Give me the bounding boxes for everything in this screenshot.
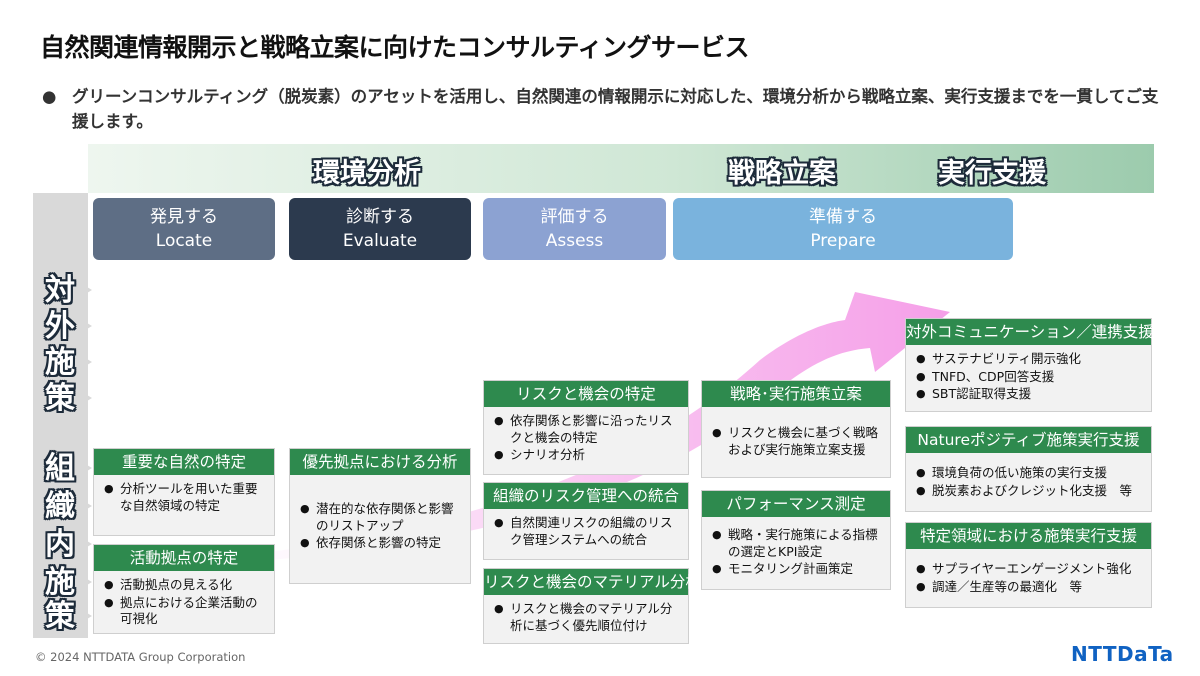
card-title: パフォーマンス測定 bbox=[702, 491, 890, 517]
card-item: 自然関連リスクの組織のリスク管理システムへの統合 bbox=[494, 515, 682, 548]
card-title: 重要な自然の特定 bbox=[94, 449, 274, 475]
axis-notch bbox=[82, 610, 92, 622]
card-communication: 対外コミュニケーション／連携支援 サステナビリティ開示強化 TNFD、CDP回答… bbox=[905, 318, 1154, 412]
card-item: シナリオ分析 bbox=[494, 447, 682, 464]
axis-band bbox=[33, 193, 88, 638]
phase-band bbox=[88, 144, 1154, 193]
card-item: モニタリング計画策定 bbox=[712, 561, 884, 578]
axis-external-char: 外 bbox=[45, 309, 75, 344]
card-item: リスクと機会のマテリアル分析に基づく優先順位付け bbox=[494, 601, 682, 634]
card-item: SBT認証取得支援 bbox=[916, 386, 1145, 403]
card-performance: パフォーマンス測定 戦略・実行施策による指標の選定とKPI設定 モニタリング計画… bbox=[701, 490, 891, 590]
card-item: 調達／生産等の最適化 等 bbox=[916, 579, 1145, 596]
nttdata-logo: NTTDaTa bbox=[1071, 642, 1174, 666]
phase-execution: 実行支援 bbox=[938, 158, 1046, 189]
stage-locate: 発見する Locate bbox=[93, 198, 275, 260]
axis-internal-char: 策 bbox=[45, 599, 75, 634]
card-title: 戦略･実行施策立案 bbox=[702, 381, 890, 407]
stage-en: Prepare bbox=[810, 231, 876, 251]
card-item: TNFD、CDP回答支援 bbox=[916, 369, 1145, 386]
card-item: 潜在的な依存関係と影響のリストアップ bbox=[300, 501, 464, 534]
axis-notch bbox=[82, 284, 92, 296]
axis-internal-char: 内 bbox=[45, 527, 75, 562]
axis-internal-char: 施 bbox=[45, 565, 75, 600]
stage-jp: 評価する bbox=[540, 207, 609, 227]
axis-external-char: 施 bbox=[45, 345, 75, 380]
card-strategy-plan: 戦略･実行施策立案 リスクと機会に基づく戦略および実行施策立案支援 bbox=[701, 380, 891, 478]
summary-text: グリーンコンサルティング（脱炭素）のアセットを活用し、自然関連の情報開示に対応し… bbox=[72, 87, 1159, 131]
card-item: 依存関係と影響の特定 bbox=[300, 535, 464, 552]
card-item: リスクと機会に基づく戦略および実行施策立案支援 bbox=[712, 425, 884, 458]
card-title: リスクと機会の特定 bbox=[484, 381, 688, 407]
axis-internal-char: 織 bbox=[45, 489, 75, 524]
card-risk-integration: 組織のリスク管理への統合 自然関連リスクの組織のリスク管理システムへの統合 bbox=[483, 482, 689, 560]
page-title: 自然関連情報開示と戦略立案に向けたコンサルティングサービス bbox=[40, 33, 750, 62]
card-item: 依存関係と影響に沿ったリスクと機会の特定 bbox=[494, 413, 682, 446]
card-title: Natureポジティブ施策実行支援 bbox=[906, 427, 1151, 453]
phase-strategy: 戦略立案 bbox=[728, 158, 836, 189]
card-item: サプライヤーエンゲージメント強化 bbox=[916, 561, 1145, 578]
stage-en: Evaluate bbox=[342, 231, 418, 251]
card-title: 活動拠点の特定 bbox=[94, 545, 274, 571]
stage-jp: 発見する bbox=[150, 207, 218, 227]
card-site: 活動拠点の特定 活動拠点の見える化 拠点における企業活動の可視化 bbox=[93, 544, 275, 634]
axis-notch bbox=[82, 392, 92, 404]
card-item: 環境負荷の低い施策の実行支援 bbox=[916, 465, 1145, 482]
axis-notch bbox=[82, 356, 92, 368]
stage-evaluate: 診断する Evaluate bbox=[289, 198, 471, 260]
card-specific-domain: 特定領域における施策実行支援 サプライヤーエンゲージメント強化 調達／生産等の最… bbox=[905, 522, 1152, 608]
bullet-symbol: ● bbox=[42, 87, 57, 106]
axis-external-char: 策 bbox=[45, 381, 75, 416]
axis-notch bbox=[82, 576, 92, 588]
card-item: 戦略・実行施策による指標の選定とKPI設定 bbox=[712, 527, 884, 560]
axis-notch bbox=[82, 462, 92, 474]
card-title: 対外コミュニケーション／連携支援 bbox=[906, 319, 1154, 345]
card-item: 分析ツールを用いた重要な自然領域の特定 bbox=[104, 481, 268, 514]
card-item: 脱炭素およびクレジット化支援 等 bbox=[916, 483, 1145, 500]
stage-prepare: 準備する Prepare bbox=[673, 198, 1013, 260]
phase-analysis: 環境分析 bbox=[313, 158, 421, 189]
card-important-nature: 重要な自然の特定 分析ツールを用いた重要な自然領域の特定 bbox=[93, 448, 275, 536]
axis-internal-char: 組 bbox=[45, 451, 75, 486]
card-item: サステナビリティ開示強化 bbox=[916, 351, 1145, 368]
card-title: 優先拠点における分析 bbox=[290, 449, 470, 475]
stage-en: Assess bbox=[545, 231, 604, 251]
copyright: © 2024 NTTDATA Group Corporation bbox=[35, 650, 246, 664]
stage-jp: 診断する bbox=[346, 207, 414, 227]
axis-notch bbox=[82, 500, 92, 512]
stage-jp: 準備する bbox=[809, 207, 877, 227]
card-risk-opportunity: リスクと機会の特定 依存関係と影響に沿ったリスクと機会の特定 シナリオ分析 bbox=[483, 380, 689, 475]
card-priority-analysis: 優先拠点における分析 潜在的な依存関係と影響のリストアップ 依存関係と影響の特定 bbox=[289, 448, 471, 584]
card-item: 活動拠点の見える化 bbox=[104, 577, 268, 594]
stage-en: Locate bbox=[155, 231, 213, 251]
axis-external-char: 対 bbox=[45, 273, 75, 308]
card-material-analysis: リスクと機会のマテリアル分析 リスクと機会のマテリアル分析に基づく優先順位付け bbox=[483, 568, 701, 644]
axis-notch bbox=[82, 538, 92, 550]
card-title: 特定領域における施策実行支援 bbox=[906, 523, 1151, 549]
card-title: 組織のリスク管理への統合 bbox=[484, 483, 688, 509]
card-nature-positive: Natureポジティブ施策実行支援 環境負荷の低い施策の実行支援 脱炭素およびク… bbox=[905, 426, 1152, 512]
card-item: 拠点における企業活動の可視化 bbox=[104, 595, 268, 628]
summary-bullet: ● グリーンコンサルティング（脱炭素）のアセットを活用し、自然関連の情報開示に対… bbox=[42, 84, 1162, 134]
card-title: リスクと機会のマテリアル分析 bbox=[484, 569, 701, 595]
axis-notch bbox=[82, 320, 92, 332]
stage-assess: 評価する Assess bbox=[483, 198, 666, 260]
